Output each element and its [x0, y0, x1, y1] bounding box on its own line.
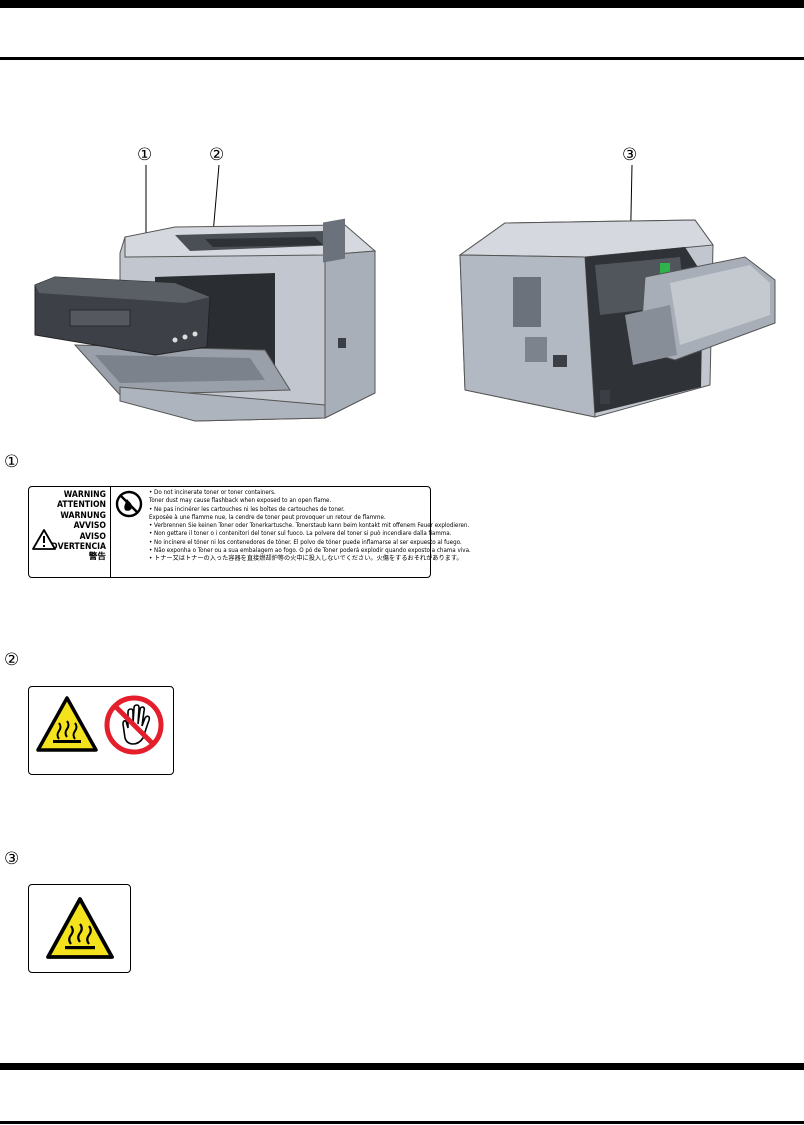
- warning-heading-panel: WARNING ATTENTION WARNUNG AVVISO AVISO A…: [29, 487, 111, 577]
- section-1-number: ①: [4, 452, 20, 472]
- heading-warnung: WARNUNG: [60, 510, 106, 521]
- warning-line-pt: • Não exponha o Toner ou a sua embalagem…: [149, 547, 471, 555]
- section-2-number: ②: [4, 650, 20, 670]
- callout-2: ②: [209, 145, 225, 165]
- warning-line-es: • No incinere el tóner ni los contenedor…: [149, 538, 462, 546]
- warning-line-en-2: Toner dust may cause flashback when expo…: [149, 497, 332, 505]
- hot-surface-no-touch-label: [28, 686, 174, 775]
- heading-attention: ATTENTION: [56, 500, 106, 511]
- hot-surface-icon: [46, 897, 114, 959]
- warning-line-en-1: • Do not incinerate toner or toner conta…: [149, 489, 276, 496]
- warning-line-it: • Non gettare il toner o i contenitori d…: [149, 530, 452, 538]
- header-rule-thin: [0, 57, 804, 60]
- heading-advertencia: ADVERTENCIA: [45, 542, 106, 553]
- printer-rear-illustration: [458, 165, 776, 418]
- heading-keikoku: 警告: [88, 552, 106, 563]
- heading-warning: WARNING: [63, 490, 106, 500]
- warning-line-ja: • トナー又はトナーの入った容器を直接燃却炉等の火中に投入しないでください。火傷…: [149, 555, 463, 563]
- flame-prohibited-icon: [115, 490, 143, 518]
- hot-surface-label: [28, 884, 131, 973]
- warning-line-fr-1: • Ne pas incinérer les cartouches ni les…: [149, 505, 345, 513]
- footer-rule-thin: [0, 1121, 804, 1124]
- printer-front-illustration: [34, 165, 377, 422]
- section-3-number: ③: [4, 849, 20, 869]
- footer-rule: [0, 1063, 804, 1070]
- general-warning-icon: [32, 529, 56, 550]
- warning-line-de: • Verbrennen Sie keinen Toner oder Toner…: [149, 522, 470, 530]
- callout-3: ③: [622, 145, 638, 165]
- warning-headings: WARNING ATTENTION WARNUNG AVVISO AVISO A…: [45, 490, 106, 563]
- toner-warning-label: WARNING ATTENTION WARNUNG AVVISO AVISO A…: [28, 486, 471, 578]
- callout-1: ①: [137, 145, 153, 165]
- warning-text: • Do not incinerate toner or toner conta…: [149, 489, 471, 564]
- heading-avviso: AVVISO: [73, 521, 106, 532]
- hot-surface-icon: [36, 696, 98, 752]
- warning-line-fr-2: Exposée à une flamme nue, la cendre de t…: [149, 513, 386, 521]
- heading-aviso: AVISO: [79, 531, 106, 542]
- do-not-touch-icon: [104, 695, 164, 755]
- header-rule: [0, 0, 804, 8]
